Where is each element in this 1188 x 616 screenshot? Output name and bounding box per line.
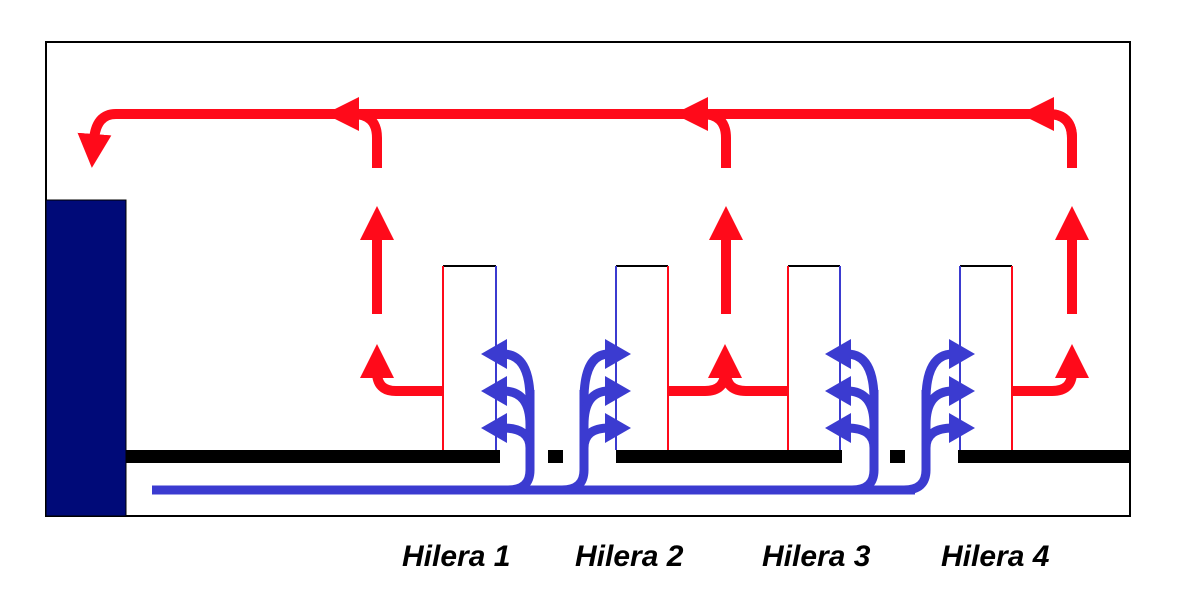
server-rack-row-1 <box>442 265 497 450</box>
perforated-tile <box>890 450 905 463</box>
hot-air-return <box>77 97 1077 168</box>
cold-air-intake-row-4 <box>921 339 975 449</box>
hot-exhaust-rows-2-3 <box>668 344 742 396</box>
crac-unit <box>45 199 127 517</box>
floor-segment <box>958 450 1130 463</box>
hot-exhaust-row-1 <box>360 344 443 396</box>
hot-exhaust-row-4 <box>1012 344 1089 396</box>
row-label-1: Hilera 1 <box>402 540 511 573</box>
cold-air-intake-row-3 <box>825 339 879 449</box>
server-rack-row-2 <box>615 265 669 450</box>
underfloor-cold-air <box>152 390 931 495</box>
perforated-tile <box>548 450 563 463</box>
row-label-2: Hilera 2 <box>575 540 684 573</box>
server-rack-row-4 <box>959 265 1013 450</box>
server-rack-row-3 <box>787 265 841 450</box>
hot-air-rising <box>360 206 1089 314</box>
floor-segment <box>126 450 500 463</box>
hot-exhaust-rows-2-3 <box>721 371 788 396</box>
floor-segment <box>616 450 842 463</box>
hot-air-exhaust <box>360 344 1089 396</box>
row-label-3: Hilera 3 <box>762 540 871 573</box>
cold-air-intake-row-2 <box>579 339 631 449</box>
cold-air-intake-row-1 <box>481 339 535 449</box>
row-label-4: Hilera 4 <box>941 540 1050 573</box>
raised-floor <box>126 450 1130 463</box>
